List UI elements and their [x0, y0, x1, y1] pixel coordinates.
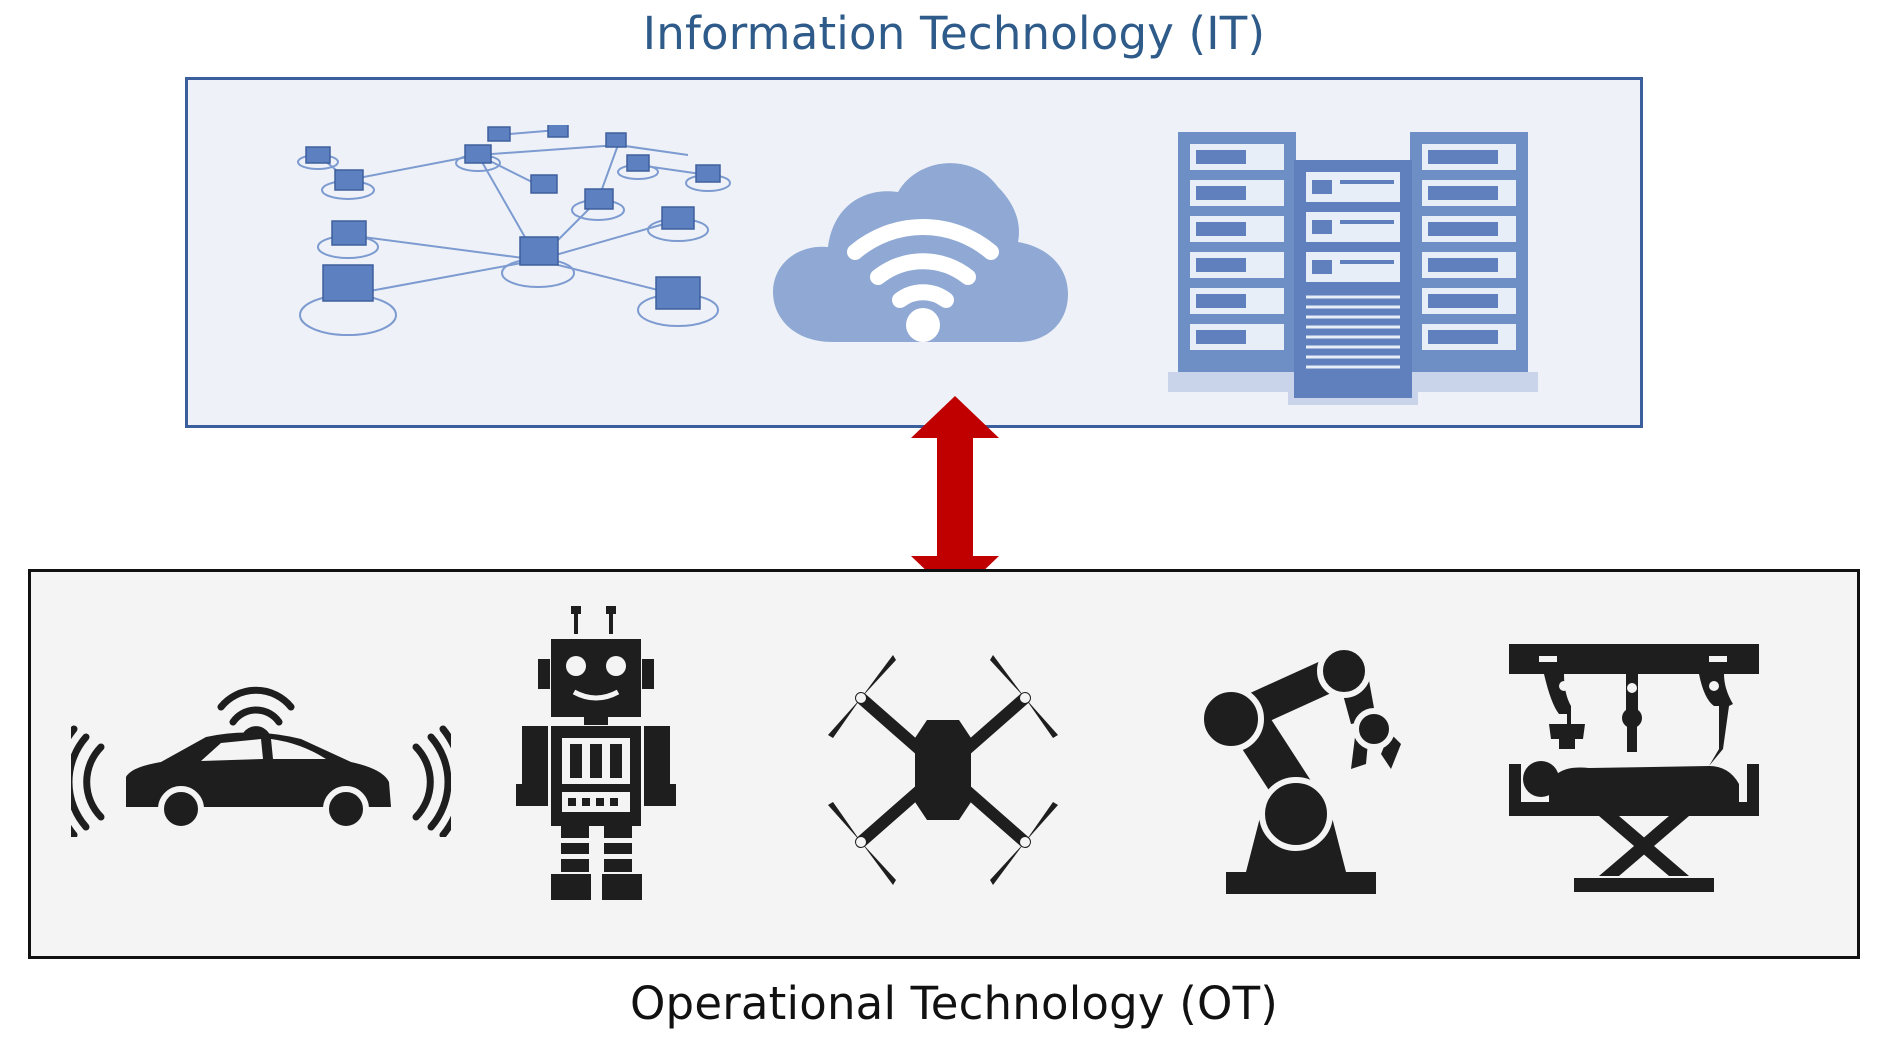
it-title: Information Technology (IT)	[642, 7, 1266, 60]
ot-title: Operational Technology (OT)	[629, 977, 1279, 1030]
bidirectional-arrow-icon	[911, 396, 999, 598]
robotic-arm-icon	[1198, 644, 1401, 894]
ot-panel	[28, 569, 1860, 959]
server-rack-icon	[1168, 132, 1538, 405]
surgical-robot-icon	[1509, 644, 1759, 892]
cloud-wifi-icon	[773, 163, 1068, 342]
robot-icon	[516, 606, 676, 900]
it-panel	[185, 77, 1643, 428]
drone-icon	[828, 655, 1058, 885]
network-topology-icon	[297, 125, 731, 336]
connected-car-icon	[71, 686, 451, 837]
